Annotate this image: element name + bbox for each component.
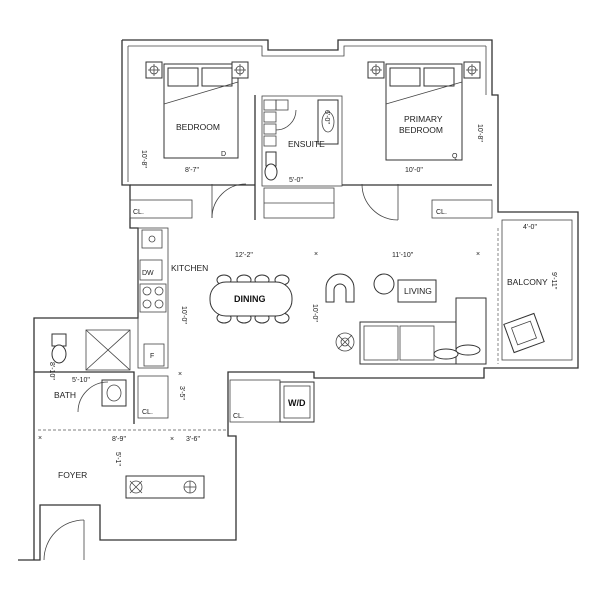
primary-bed [385,63,463,161]
compass-icon [183,480,197,494]
nightstand-icon [367,61,385,79]
side-table [373,273,395,295]
ensuite: ENSUITE 6'-0" 5'-0" [261,95,343,219]
foyer-height-dim: 5'-1" [114,452,121,466]
bedroom-height-dim: 10'-8" [140,150,147,168]
bath-door-swing [77,381,109,413]
bedroom-bed [163,63,239,159]
dining-label: DINING [234,294,266,304]
laundry: W/D CL. CL. 3'-5" × [137,371,315,423]
bed-q-label: Q [452,153,458,160]
ensuite-width-dim: 5'-0" [289,177,303,184]
living-label-box [397,279,437,303]
x-mark: × [38,435,42,442]
foyer-label: FOYER [58,470,87,480]
living-label: LIVING [404,286,432,296]
primary-door-swing [361,183,399,221]
bedroom-closet-label: CL. [133,209,144,216]
laundry-closet-label: CL. [233,413,244,420]
foyer: FOYER 8'-9" 3'-6" 5'-1" × × [38,429,228,561]
exterior-walls [18,39,579,561]
bath-label: BATH [54,390,76,400]
balcony-chair [503,312,545,354]
hall-closet [137,375,169,419]
kitchen: DW F KITCHEN 10'-0" [137,227,208,369]
hall-width-dim: 3'-6" [186,436,200,443]
kitchen-height-dim: 10'-0" [180,306,187,324]
dishwasher-label: DW [142,270,154,277]
kitchen-sink-icon [141,229,163,249]
dining-table [209,281,293,317]
x-mark: × [170,436,174,443]
plant-icon [129,480,143,494]
ensuite-label: ENSUITE [288,139,325,149]
bath-sink-icon [101,379,127,407]
primary-closet-label: CL. [436,209,447,216]
ensuite-toilet-icon [264,151,278,181]
bath-shower [85,329,131,371]
balcony: BALCONY 4'-0" 9'-11" [497,219,573,364]
entry-door-swing [43,519,85,561]
washer-dryer-label: W/D [288,398,306,408]
washer-dryer [279,381,315,423]
accent-chair [325,273,355,303]
bath-height-dim: 8'-10" [48,362,55,380]
living-height-dim: 10'-0" [311,304,318,322]
dining-width-dim: 12'-2" [235,252,253,259]
ensuite-height-dim: 6'-0" [323,110,330,124]
living-width-dim: 11'-10" [392,252,414,259]
dining: DINING 12'-2" [209,252,293,324]
bedroom-closet [129,199,193,219]
primary-height-dim: 10'-8" [476,124,483,142]
nightstand-icon [231,61,249,79]
balcony-width-dim: 4'-0" [523,224,537,231]
primary-label-line1: PRIMARY [404,114,443,124]
bedroom-label: BEDROOM [176,122,220,132]
foyer-bench [125,475,205,499]
balcony-height-dim: 9'-11" [550,272,557,290]
dishwasher [139,259,163,281]
x-mark: × [178,371,182,378]
fridge [143,343,165,367]
bedroom-width-dim: 8'-7" [185,167,199,174]
ceiling-light-icon [335,332,355,352]
ensuite-tile-floor [263,99,289,147]
nightstand-icon [463,61,481,79]
balcony-label: BALCONY [507,277,548,287]
bath-toilet-icon [51,333,67,364]
hall-height-dim: 3'-5" [178,386,185,400]
bath-width-dim: 5'-10" [72,377,90,384]
bedroom: BEDROOM D 10'-8" 8'-7" CL. [129,61,256,220]
x-mark: × [314,251,318,258]
kitchen-counter [137,227,169,369]
nightstand-icon [145,61,163,79]
fridge-label: F [150,353,154,360]
x-mark: × [476,251,480,258]
living: LIVING 11'-10" 10'-0" × × [311,251,487,365]
sofa [359,297,487,365]
primary-closet [431,199,493,219]
hall-closet-label: CL. [142,409,153,416]
ensuite-door-swing [275,109,297,131]
cooktop-icon [139,283,167,313]
primary-bedroom: PRIMARY BEDROOM Q 10'-0" 10'-8" CL. [342,61,493,221]
foyer-width-dim: 8'-9" [112,436,126,443]
primary-label-line2: BEDROOM [399,125,443,135]
bath: BATH 5'-10" 8'-10" [34,329,135,424]
bed-d-label: D [221,151,226,158]
primary-width-dim: 10'-0" [405,167,423,174]
bedroom-door-swing [211,183,247,219]
kitchen-label: KITCHEN [171,263,208,273]
ensuite-sink-icon [317,99,339,145]
